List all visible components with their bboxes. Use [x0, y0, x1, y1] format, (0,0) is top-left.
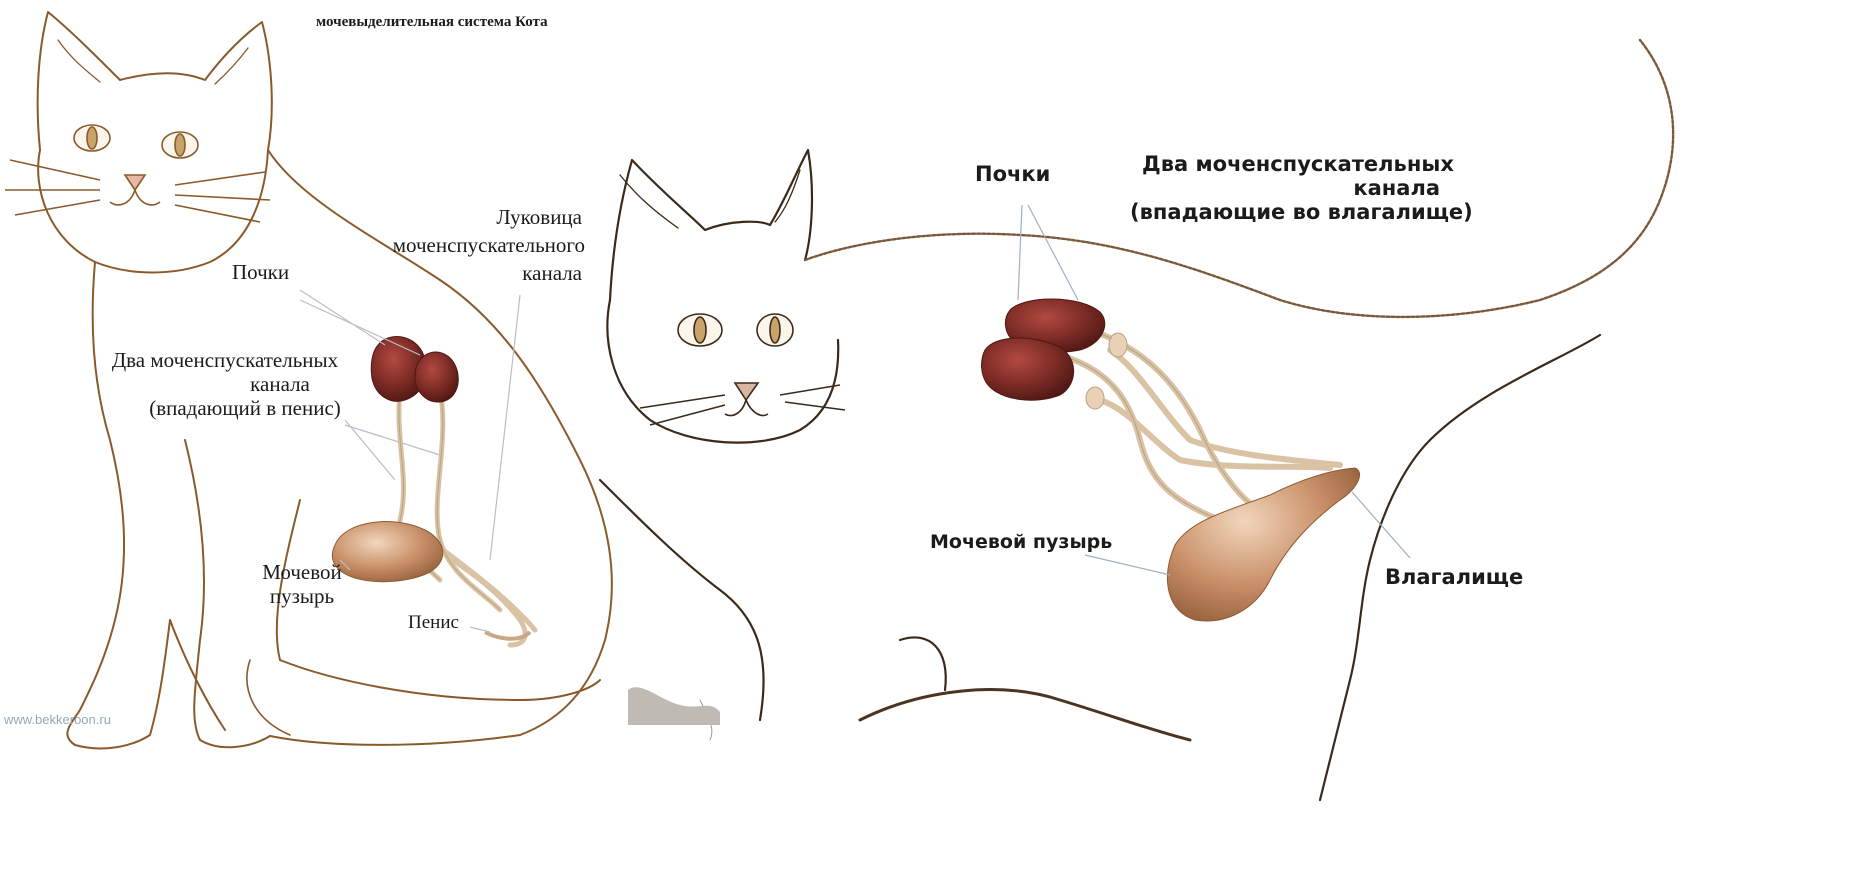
left-label-bulb: Луковица — [452, 205, 582, 229]
left-label-bulb-3: канала — [452, 261, 582, 285]
left-label-ureters-line1: Два моченспускательных — [90, 348, 360, 372]
right-cat-face — [640, 314, 845, 425]
right-organs — [982, 299, 1360, 621]
right-label-bladder: Мочевой пузырь — [930, 532, 1112, 554]
left-label-kidneys: Почки — [232, 260, 289, 284]
right-bladder — [1168, 468, 1360, 621]
left-kidney-2 — [415, 352, 458, 402]
left-label-penis: Пенис — [408, 612, 459, 634]
left-label-ureters: Два моченспускательных канала (впадающий… — [90, 348, 360, 420]
right-label-vagina: Влагалище — [1385, 565, 1523, 589]
left-label-bulb-line3: канала — [452, 261, 582, 285]
right-label-ureters: Два моченспускательных канала (впадающие… — [1130, 152, 1440, 224]
left-label-bladder: Мочевой пузырь — [252, 560, 352, 608]
right-kidney-2 — [982, 338, 1074, 400]
left-label-bulb-line2: моченспускательного — [380, 233, 585, 257]
right-label-ureters-line1: Два моченспускательных — [1130, 152, 1440, 176]
left-label-ureters-line2: канала — [90, 372, 360, 396]
right-corner-fur — [628, 687, 720, 725]
left-organs — [332, 337, 535, 645]
right-label-ureters-line2: канала — [1130, 176, 1440, 200]
left-label-bladder-line2: пузырь — [252, 584, 352, 608]
left-title: мочевыделительная система Кота — [316, 14, 548, 31]
left-watermark: www.bekkeroon.ru — [4, 712, 111, 727]
left-label-bulb-2: моченспускательного — [380, 233, 585, 257]
left-label-ureters-line3: (впадающий в пенис) — [90, 396, 360, 420]
right-label-kidneys: Почки — [975, 162, 1050, 186]
left-label-bladder-line1: Мочевой — [252, 560, 352, 584]
left-label-bulb-line1: Луковица — [452, 205, 582, 229]
right-label-ureters-line3: (впадающие во влагалище) — [1130, 200, 1440, 224]
